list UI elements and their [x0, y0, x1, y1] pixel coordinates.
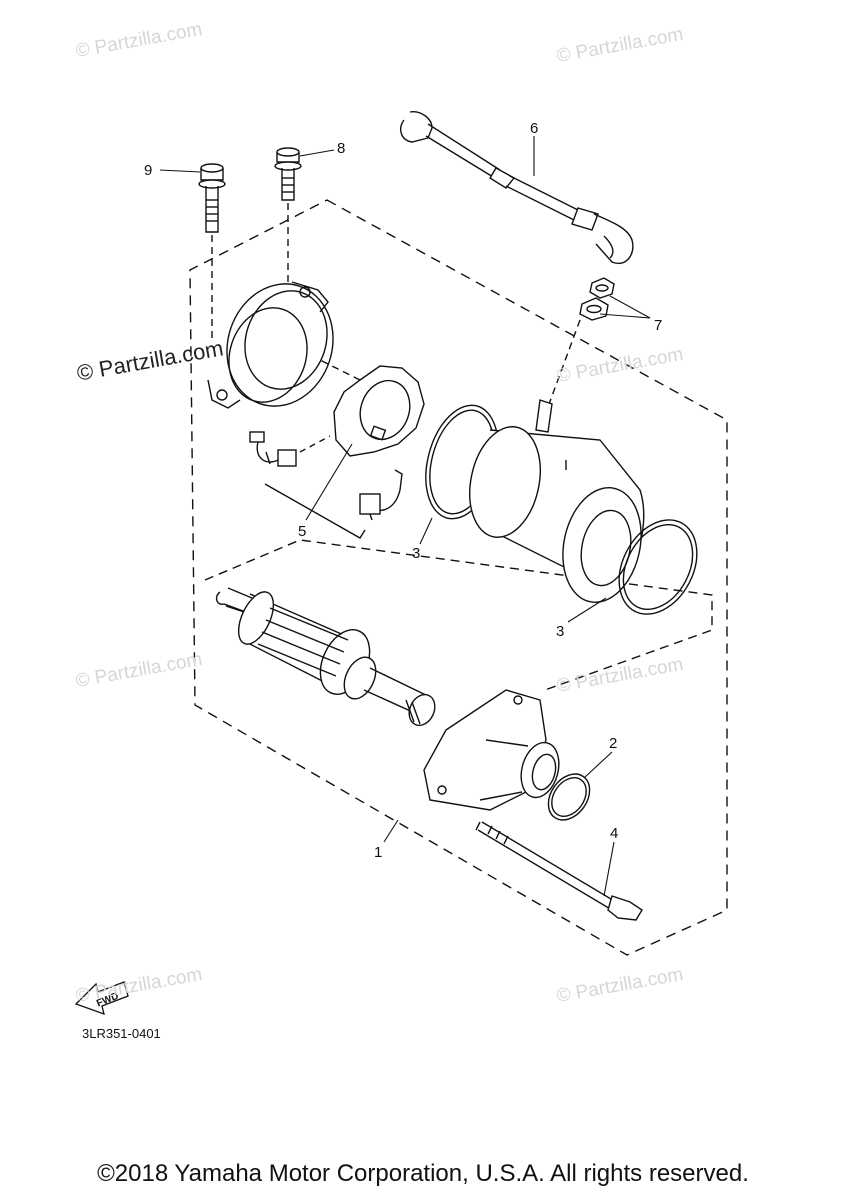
callout-1: 1 — [374, 844, 382, 861]
armature-dashed-outline — [204, 539, 713, 691]
callout-4: 4 — [610, 825, 618, 842]
callout-5: 5 — [298, 523, 306, 540]
callout-6: 6 — [530, 120, 538, 137]
yoke — [469, 399, 645, 603]
callout-7: 7 — [654, 317, 662, 334]
armature — [215, 587, 436, 727]
diagram-code: 3LR351-0401 — [82, 1026, 161, 1041]
callout-3-lower: 3 — [556, 623, 564, 640]
bolt-8 — [274, 147, 302, 285]
lead-wire-6 — [400, 111, 634, 265]
assembly-dashed-outline — [189, 199, 728, 956]
callout-2: 2 — [609, 735, 617, 752]
brush-set-5 — [249, 431, 403, 539]
leader-lines — [159, 136, 651, 897]
through-bolt-4 — [475, 821, 643, 921]
o-ring-3-lower — [618, 519, 698, 615]
callout-3-upper: 3 — [412, 545, 420, 562]
callout-9: 9 — [144, 162, 152, 179]
nuts-7 — [544, 277, 615, 416]
callout-8: 8 — [337, 140, 345, 157]
copyright-notice: ©2018 Yamaha Motor Corporation, U.S.A. A… — [97, 1160, 749, 1187]
bolt-9 — [198, 163, 226, 340]
front-cover — [423, 689, 560, 811]
rear-cover — [207, 281, 334, 409]
brush-plate-5 — [319, 359, 425, 457]
o-ring-2 — [547, 773, 591, 821]
